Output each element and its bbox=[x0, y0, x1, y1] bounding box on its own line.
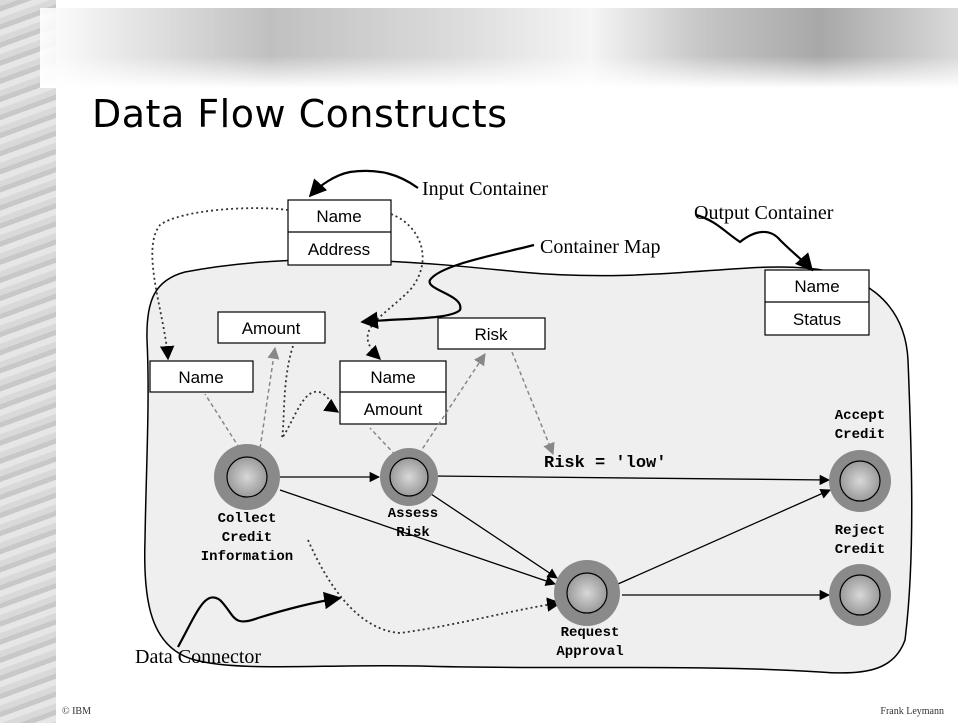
assess-input-container: Name Amount bbox=[339, 360, 447, 425]
banner-fade bbox=[40, 8, 958, 88]
activity-label-line: Assess bbox=[388, 506, 438, 522]
activity-node-request bbox=[554, 560, 620, 626]
input-container-field: Name bbox=[316, 207, 361, 226]
transition-condition: Risk = 'low' bbox=[544, 454, 666, 473]
container-field: Name bbox=[178, 368, 223, 387]
callout-input-container: Input Container bbox=[422, 178, 548, 200]
output-container-field: Status bbox=[793, 310, 841, 329]
footer-copyright: © IBM bbox=[62, 706, 91, 717]
callout-data-connector: Data Connector bbox=[135, 646, 261, 668]
output-container-field: Name bbox=[794, 277, 839, 296]
assess-output-container: Risk bbox=[437, 317, 546, 350]
activity-label-line: Information bbox=[201, 549, 293, 565]
input-container-field: Address bbox=[308, 240, 370, 259]
container-field: Name bbox=[370, 368, 415, 387]
activity-node-collect bbox=[214, 444, 280, 510]
footer-author: Frank Leymann bbox=[880, 706, 944, 717]
activity-label-line: Credit bbox=[222, 530, 272, 546]
collect-output-container: Amount bbox=[217, 311, 326, 344]
container-field: Risk bbox=[474, 325, 508, 344]
activity-label-line: Collect bbox=[218, 511, 277, 527]
activity-label-line: Risk bbox=[396, 525, 430, 541]
container-maps bbox=[151, 207, 562, 634]
slide-title: Data Flow Constructs bbox=[92, 92, 508, 136]
activity-label-assess: Assess Risk bbox=[388, 506, 438, 541]
output-container: Name Status bbox=[764, 269, 870, 336]
process-region bbox=[143, 258, 913, 674]
callout-output-container: Output Container bbox=[694, 202, 834, 224]
activity-label-line: Credit bbox=[835, 542, 885, 558]
activity-node-accept bbox=[829, 450, 891, 512]
activity-label-collect: Collect Credit Information bbox=[201, 511, 293, 565]
callout-container-map: Container Map bbox=[540, 236, 661, 258]
activity-label-line: Accept bbox=[835, 408, 885, 424]
container-field: Amount bbox=[364, 400, 423, 419]
activity-label-line: Approval bbox=[556, 644, 623, 660]
activity-label-accept: Accept Credit bbox=[835, 408, 885, 443]
activity-label-line: Reject bbox=[835, 523, 885, 539]
callout-pointers bbox=[177, 169, 814, 648]
decorative-side-strip bbox=[0, 0, 56, 723]
activity-label-request: Request Approval bbox=[556, 625, 623, 660]
collect-input-container: Name bbox=[149, 360, 254, 393]
activity-label-line: Request bbox=[561, 625, 620, 641]
activity-node-assess bbox=[380, 448, 438, 506]
activity-node-reject bbox=[829, 564, 891, 626]
control-connectors bbox=[278, 471, 831, 601]
activity-label-line: Credit bbox=[835, 427, 885, 443]
activity-label-reject: Reject Credit bbox=[835, 523, 885, 558]
input-container: Name Address bbox=[287, 199, 392, 266]
container-field: Amount bbox=[242, 319, 301, 338]
